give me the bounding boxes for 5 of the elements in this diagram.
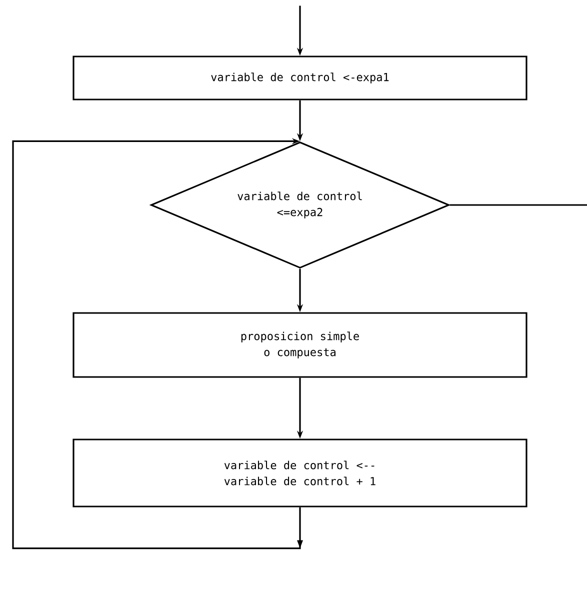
process-box: variable de control <-- variable de control + 1 (72, 438, 528, 508)
process-box: proposicion simple o compuesta (72, 312, 528, 378)
arrow (12, 138, 303, 550)
process-box: variable de control <-expa1 (72, 56, 528, 100)
connector-line (450, 204, 587, 206)
